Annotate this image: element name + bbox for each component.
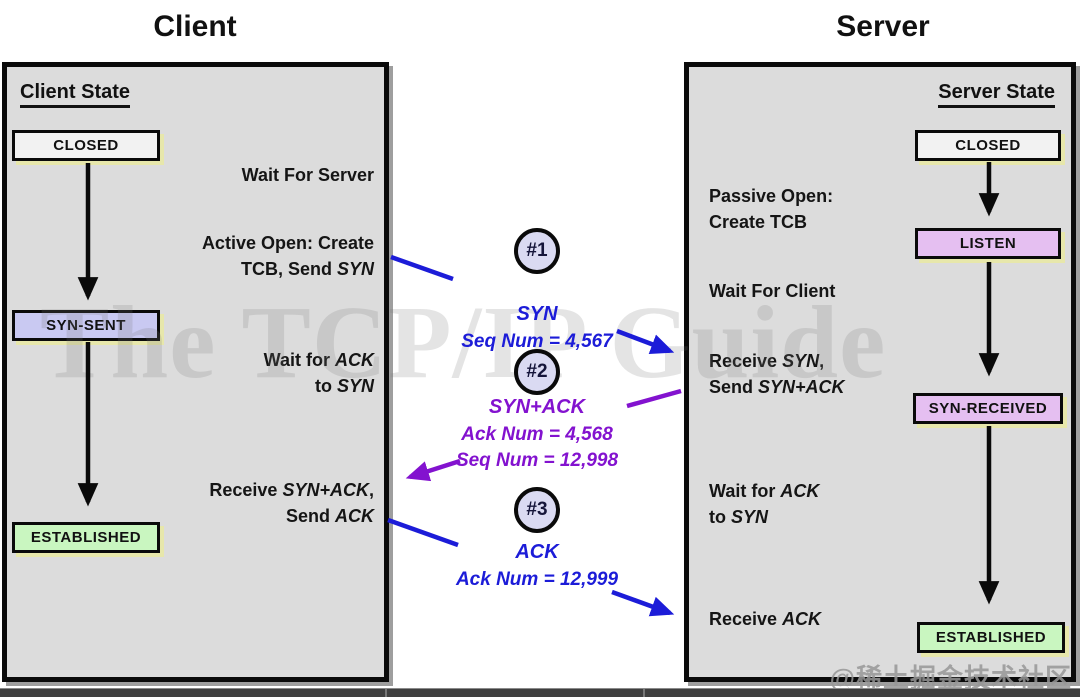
message-1-badge: #1 [514, 228, 560, 274]
annot-line: TCB, Send SYN [240, 259, 374, 279]
bottom-strip-divider [643, 689, 645, 697]
annot-line: Wait For Client [709, 281, 836, 301]
server-annot-wait-for-client: Wait For Client [709, 278, 835, 304]
message-2-name: SYN+ACK [488, 396, 586, 418]
message-3-name: ACK [515, 541, 559, 563]
server-state-established: ESTABLISHED [917, 622, 1065, 653]
annot-line: Wait For Server [241, 165, 374, 185]
bottom-edge-strip [0, 688, 1080, 697]
client-title: Client [153, 10, 237, 43]
server-annot-receive-syn: Receive SYN, Send SYN+ACK [709, 348, 845, 400]
annot-line: Receive SYN, [709, 351, 825, 371]
message-1-seq-num: Seq Num = 4,567 [461, 331, 613, 352]
client-state-closed: CLOSED [12, 130, 160, 161]
msg3-ack-arrow-end [611, 589, 675, 617]
annot-line: to SYN [314, 376, 374, 396]
msg1-syn-arrow-start [390, 254, 454, 282]
server-annot-receive-ack: Receive ACK [709, 606, 821, 632]
message-3-ack-num: Ack Num = 12,999 [455, 569, 619, 590]
server-annot-wait-for-ack: Wait for ACK to SYN [709, 478, 819, 530]
client-state-syn-sent: SYN-SENT [12, 310, 160, 341]
annot-line: Receive SYN+ACK, [209, 480, 374, 500]
server-state-heading: Server State [938, 81, 1055, 108]
message-2-seq-num: Seq Num = 12,998 [455, 450, 619, 471]
server-state-syn-received: SYN-RECEIVED [913, 393, 1063, 424]
client-annot-wait-for-ack: Wait for ACK to SYN [264, 347, 374, 399]
annot-line: Create TCB [709, 212, 808, 232]
annot-line: to SYN [709, 507, 769, 527]
message-2-ack-num: Ack Num = 4,568 [461, 424, 613, 445]
client-state-heading: Client State [20, 81, 131, 108]
client-panel: Client State CLOSED SYN-SENT ESTABLISHED… [2, 62, 389, 682]
bottom-strip-divider [385, 689, 387, 697]
message-3-badge: #3 [514, 487, 560, 533]
annot-line: Send ACK [285, 506, 374, 526]
server-annot-passive-open: Passive Open: Create TCB [709, 183, 833, 235]
message-1-name: SYN [516, 303, 558, 325]
server-state-closed: CLOSED [915, 130, 1061, 161]
client-annot-receive-synack: Receive SYN+ACK, Send ACK [209, 477, 374, 529]
annot-line: Send SYN+ACK [709, 377, 845, 397]
message-2-badge: #2 [514, 349, 560, 395]
annot-line: Wait for ACK [709, 481, 820, 501]
annot-line: Passive Open: [709, 186, 834, 206]
client-annot-wait-for-server: Wait For Server [242, 162, 374, 188]
annot-line: Wait for ACK [263, 350, 374, 370]
server-panel: Server State CLOSED LISTEN SYN-RECEIVED … [684, 62, 1076, 682]
annot-line: Receive ACK [709, 609, 822, 629]
server-state-listen: LISTEN [915, 228, 1061, 259]
client-state-established: ESTABLISHED [12, 522, 160, 553]
annot-line: Active Open: Create [201, 233, 374, 253]
client-annot-active-open: Active Open: Create TCB, Send SYN [202, 230, 374, 282]
server-title: Server [836, 10, 930, 43]
